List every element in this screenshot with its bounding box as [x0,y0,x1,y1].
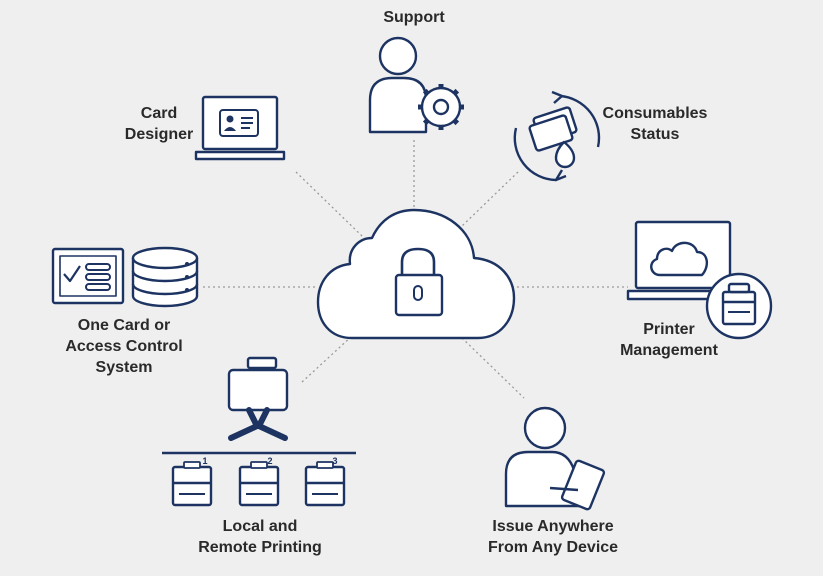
printer-1 [171,461,213,507]
kiosk-terminal [227,356,289,441]
person-gear-icon [368,36,464,134]
printer-number-3: 3 [332,456,337,466]
cycle-arrow [559,94,601,148]
database-icon [131,246,199,308]
support-label: Support [383,9,445,26]
cloud-icon [650,241,709,277]
monitor-database-icon [51,246,199,308]
access-control-label: One Card or Access Control System [65,317,183,376]
printer-3 [304,461,346,507]
person-head [378,36,418,76]
consumables-status-label: Consumables Status [602,105,708,143]
person-head [523,406,567,450]
printer-number-2: 2 [267,456,272,466]
connector-consumables [461,171,519,227]
card-designer-label: Card Designer [124,105,194,143]
printer-2 [238,461,280,507]
issue-anywhere-label: Issue Anywhere From Any Device [487,518,619,556]
connector-local-remote [301,335,353,383]
gear-icon [418,84,464,130]
ink-drop [554,140,576,169]
person-tablet-icon [504,406,606,511]
laptop-id-card-icon [194,95,286,161]
connector-card-designer [295,171,363,237]
person-body [368,76,428,134]
cycle-arrow-lower [513,127,557,182]
card-ink-cycle-icon [513,90,601,182]
local-remote-printing-label: Local and Remote Printing [198,518,322,556]
printer-number-1: 1 [202,456,207,466]
printer-management-label: Printer Management [620,321,718,359]
printer-badge [705,272,773,340]
connector-lines [203,140,628,399]
laptop-cloud-printer-icon [626,220,773,340]
kiosk-printers-icon [162,356,356,507]
tablet [560,459,606,511]
connector-issue-anywhere [461,337,525,399]
cloud-lock-icon [316,208,516,340]
